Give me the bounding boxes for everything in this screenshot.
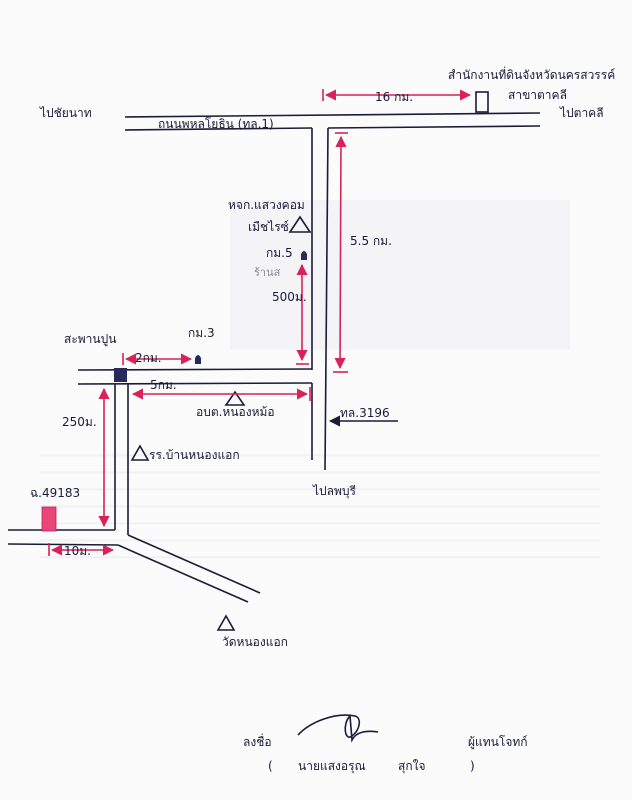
signature-surname: สุกใจ [398, 759, 426, 773]
main-highway-road [124, 112, 541, 131]
tao-label: อบต.หนองหม้อ [196, 405, 275, 419]
temple-label: วัดหนองแอก [222, 635, 288, 649]
distance-250m-label: 250ม. [62, 415, 97, 429]
distance-2km-label: 2กม. [135, 351, 162, 365]
route-3196-label: ทล.3196 [340, 406, 390, 420]
secondary-road [77, 368, 313, 460]
parcel-plot [41, 506, 57, 532]
distance-16km-label: 16 กม. [375, 90, 414, 104]
signature-scribble [297, 714, 379, 743]
distance-5-5km-label: 5.5 กม. [350, 234, 392, 248]
distance-10m-label: 10ม. [64, 544, 91, 558]
signature-name: นายแสงอรุณ [298, 759, 366, 773]
temple-landmark-icon [216, 614, 236, 631]
main-highway-label: ถนนพหลโยธิน (ทล.1) [158, 117, 274, 131]
km5-label: กม.5 [266, 246, 293, 260]
bridge-label: สะพานปูน [64, 332, 117, 346]
southern-road [7, 384, 261, 603]
distance-5-5km-dimension [333, 132, 348, 373]
signature-label: ลงชื่อ [243, 735, 272, 749]
km3-label: กม.3 [188, 326, 215, 340]
land-office-building [475, 91, 489, 113]
school-landmark-icon [130, 444, 150, 461]
distance-10m-dimension [48, 543, 115, 556]
college-label-line2: เมืชไรซ์ [248, 220, 289, 234]
vertical-road [311, 127, 329, 471]
km5-post-icon [301, 251, 307, 260]
distance-5km-dimension [131, 387, 311, 401]
faint-background-text: ร้านส [254, 266, 281, 279]
school-label: รร.บ้านหนองแอก [149, 448, 240, 462]
destination-south: ไปลพบุรี [313, 484, 356, 498]
destination-east: ไปตาคลี [560, 106, 604, 120]
km3-post-icon [195, 355, 201, 364]
land-office-branch-label: สาขาตาคลี [508, 88, 567, 102]
distance-500m-dimension [296, 263, 309, 365]
destination-west: ไปชัยนาท [40, 106, 92, 120]
signature-close-paren: ) [470, 759, 475, 773]
paper-shadow [230, 200, 570, 350]
land-office-label: สำนักงานที่ดินจังหวัดนครสวรรค์ [448, 68, 616, 82]
signature-open-paren: ( [268, 759, 273, 773]
distance-500m-label: 500ม. [272, 290, 307, 304]
signature-role: ผู้แทนโจทก์ [468, 735, 528, 749]
parcel-label: ฉ.49183 [30, 486, 81, 500]
college-label: หจก.แสวงคอม [228, 198, 305, 212]
bridge-marker [114, 368, 127, 382]
distance-5km-label: 5กม. [150, 378, 177, 392]
distance-16km-dimension [322, 89, 472, 101]
college-landmark-icon [288, 215, 312, 233]
distance-2km-dimension [122, 353, 193, 365]
